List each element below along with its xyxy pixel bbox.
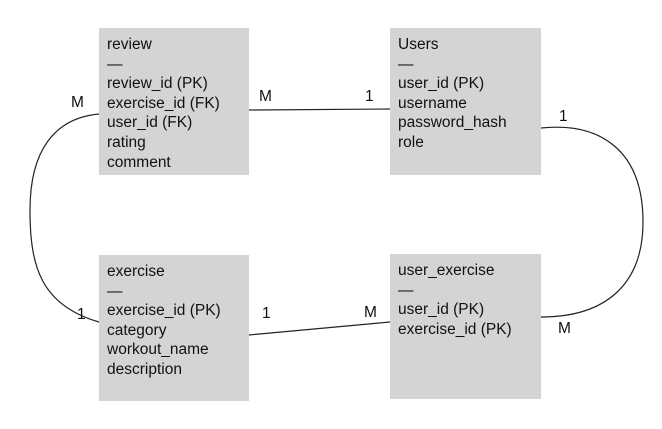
entity-separator: — <box>398 55 414 73</box>
field-row: workout_name <box>107 341 209 359</box>
field-row: username <box>398 94 467 112</box>
connector-exercise-user-exercise <box>248 321 391 336</box>
connector-users-user-exercise <box>540 126 644 318</box>
cardinality-review-exercise-exercise-end: 1 <box>77 306 86 323</box>
field-row: review_id (PK) <box>107 75 208 93</box>
entity-separator: — <box>107 55 123 73</box>
entity-title: user_exercise <box>398 262 495 279</box>
cardinality-review-users-review-end: M <box>259 88 272 105</box>
cardinality-users-user-exercise-users-end: 1 <box>559 108 568 125</box>
entity-exercise: exercise — exercise_id (PK) category wor… <box>99 255 249 401</box>
field-row: rating <box>107 133 146 151</box>
entity-title: review <box>107 36 152 53</box>
field-row: user_id (FK) <box>107 114 193 132</box>
entity-separator: — <box>398 281 414 299</box>
entity-users: Users — user_id (PK) username password_h… <box>390 28 541 175</box>
field-row: category <box>107 321 167 339</box>
entity-user-exercise: user_exercise — user_id (PK) exercise_id… <box>390 254 541 399</box>
connector-review-users <box>248 108 391 111</box>
field-row: description <box>107 360 182 378</box>
cardinality-exercise-user-exercise-ue-end: M <box>364 304 377 321</box>
cardinality-users-user-exercise-ue-end: M <box>558 320 571 337</box>
cardinality-exercise-user-exercise-exercise-end: 1 <box>262 305 271 322</box>
entity-review: review — review_id (PK) exercise_id (FK)… <box>99 28 249 175</box>
field-row: exercise_id (PK) <box>107 302 221 320</box>
field-row: comment <box>107 153 171 171</box>
connector-review-exercise <box>29 113 100 323</box>
field-row: password_hash <box>398 114 507 132</box>
cardinality-review-users-users-end: 1 <box>365 88 374 105</box>
field-row: role <box>398 133 424 151</box>
entity-separator: — <box>107 282 123 300</box>
field-row: exercise_id (PK) <box>398 320 512 338</box>
entity-title: Users <box>398 36 439 53</box>
field-row: user_id (PK) <box>398 75 485 93</box>
entity-title: exercise <box>107 263 165 280</box>
field-row: exercise_id (FK) <box>107 94 220 112</box>
cardinality-review-exercise-review-end: M <box>71 94 84 111</box>
field-row: user_id (PK) <box>398 301 485 319</box>
